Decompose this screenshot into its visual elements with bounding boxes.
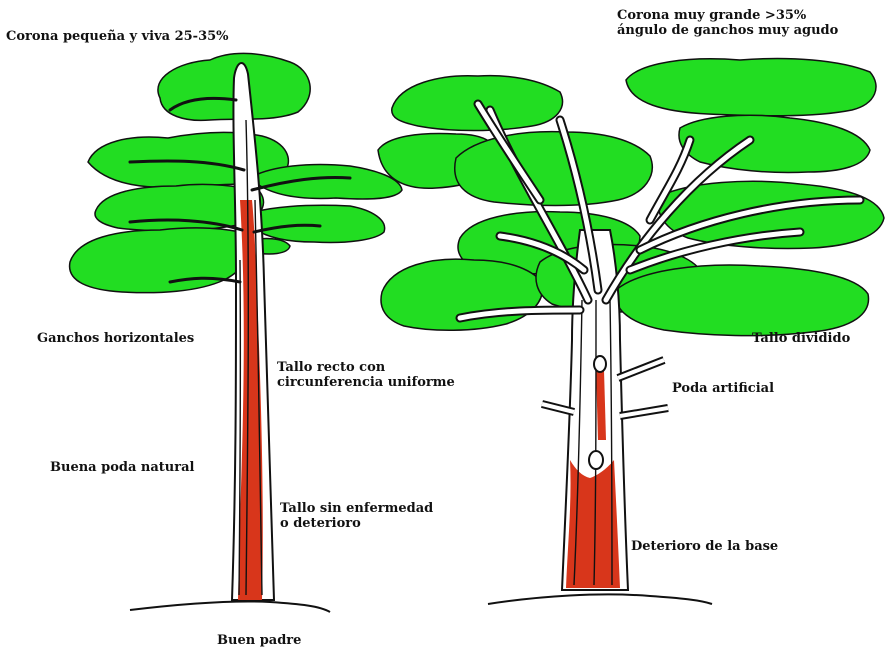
left-ground-line <box>130 601 330 612</box>
left-foliage-lower <box>70 228 249 293</box>
right-base-label: Deterioro de la base <box>631 539 778 554</box>
left-caption: Buen padre <box>217 633 301 648</box>
right-crown-label-line1: Corona muy grande >35% <box>617 8 806 23</box>
left-branches-label: Ganchos horizontales <box>37 331 194 346</box>
left-foliage-right-lower <box>242 205 385 242</box>
right-tree-trunk <box>460 104 860 604</box>
left-pruning-label: Buena poda natural <box>50 460 194 475</box>
right-trunk-knot-lower <box>589 451 603 469</box>
right-trunk-knot-upper <box>594 356 606 372</box>
left-health-label-line1: Tallo sin enfermedad <box>280 501 433 516</box>
right-ground-line <box>488 594 712 604</box>
right-foliage-center <box>455 132 652 206</box>
right-pruned-stub-right-upper-inner <box>618 360 664 378</box>
right-tree-crown <box>378 59 884 336</box>
left-stem-label-line1: Tallo recto con <box>277 360 385 375</box>
right-foliage-mid-right <box>679 115 870 172</box>
left-health-label-line2: o deterioro <box>280 516 361 531</box>
left-crown-label: Corona pequeña y viva 25-35% <box>6 29 229 44</box>
right-crown-label-line2: ángulo de ganchos muy agudo <box>617 23 838 38</box>
left-stem-label-line2: circunferencia uniforme <box>277 375 455 390</box>
right-foliage-lower-right <box>615 265 868 336</box>
left-foliage-right-branch <box>250 165 402 200</box>
right-foliage-top-right <box>626 59 876 116</box>
right-pruning-label: Poda artificial <box>672 381 774 396</box>
right-stem-label: Tallo dividido <box>752 331 850 346</box>
